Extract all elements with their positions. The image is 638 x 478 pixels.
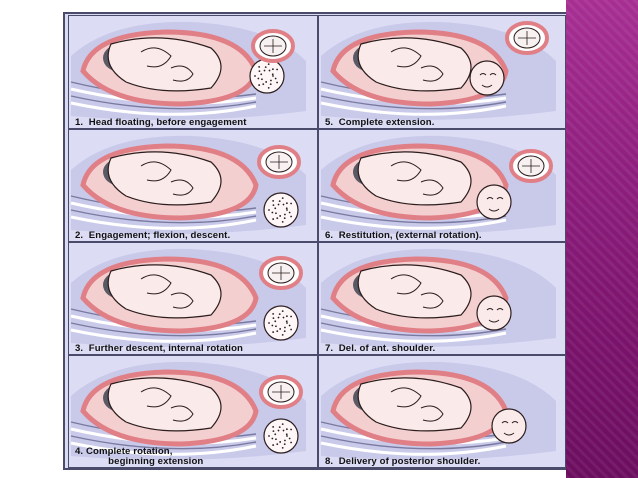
fetus-body (107, 377, 222, 432)
face-icon (491, 408, 527, 444)
pelvis-view (257, 145, 301, 179)
panel-2: 2. Engagement; flexion, descent. (68, 129, 318, 242)
face-icon (476, 295, 512, 331)
scene-1-illustration (70, 21, 306, 120)
fetus-leg (390, 47, 422, 68)
fetus-arm (420, 65, 444, 82)
fetus-body (107, 264, 222, 319)
fetus-leg (390, 161, 422, 182)
panel-7: 7. Del. of ant. shoulder. (318, 242, 566, 355)
panel-3: 3. Further descent, internal rotation (68, 242, 318, 355)
panel-6: 6. Restitution, (external rotation). (318, 129, 566, 242)
spine-band (70, 101, 257, 116)
spine-band (320, 209, 507, 224)
spine-band (320, 322, 507, 337)
spine-band (70, 322, 257, 337)
fetus-arm (170, 179, 194, 196)
pelvis-view (509, 149, 553, 183)
spine-band (320, 328, 507, 343)
panel-3-caption: 3. Further descent, internal rotation (75, 343, 243, 354)
panel-2-caption: 2. Engagement; flexion, descent. (75, 230, 231, 241)
labor-mechanism-figure: 1. Head floating, before engagement 2. E… (63, 12, 568, 470)
fetus-body (357, 151, 472, 206)
decorative-side-band (566, 0, 638, 478)
scene-3-illustration (70, 248, 306, 347)
fetus-arm (170, 292, 194, 309)
hair-icon (263, 418, 299, 454)
panel-5-caption: 5. Complete extension. (325, 117, 435, 128)
spine-band (320, 215, 507, 230)
scene-4-illustration (70, 361, 306, 460)
scene-5-illustration (320, 21, 556, 120)
panel-8: 8. Delivery of posterior shoulder. (318, 355, 566, 468)
spine-band (70, 328, 257, 343)
spine-band (70, 215, 257, 230)
fetus-leg (140, 161, 172, 182)
fetus-leg (390, 387, 422, 408)
panel-1: 1. Head floating, before engagement (68, 15, 318, 129)
fetus-body (357, 37, 472, 92)
hair-icon (249, 58, 285, 94)
panel-8-caption: 8. Delivery of posterior shoulder. (325, 456, 481, 467)
pelvis-view (259, 375, 303, 409)
fetus-arm (420, 179, 444, 196)
panel-1-caption: 1. Head floating, before engagement (75, 117, 247, 128)
spine-band (320, 95, 507, 110)
panel-7-caption: 7. Del. of ant. shoulder. (325, 343, 436, 354)
fetus-arm (420, 292, 444, 309)
fetus-body (357, 377, 472, 432)
spine-band (320, 441, 507, 456)
panel-6-caption: 6. Restitution, (external rotation). (325, 230, 482, 241)
pelvis-view (505, 21, 549, 55)
face-icon (476, 184, 512, 220)
scene-7-illustration (320, 248, 556, 347)
scene-8-illustration (320, 361, 556, 460)
panel-4: 4. Complete rotation, beginning extensio… (68, 355, 318, 468)
panel-4-caption: 4. Complete rotation, beginning extensio… (75, 446, 204, 467)
pelvis-view (251, 29, 295, 63)
hair-icon (263, 305, 299, 341)
panel-5: 5. Complete extension. (318, 15, 566, 129)
fetus-arm (170, 405, 194, 422)
fetus-body (107, 151, 222, 206)
spine-band (70, 209, 257, 224)
scene-2-illustration (70, 135, 306, 234)
spine-band (70, 441, 257, 456)
spine-band (70, 95, 257, 110)
face-icon (469, 60, 505, 96)
pelvis-view (259, 256, 303, 290)
spine-band (320, 101, 507, 116)
spine-band (320, 435, 507, 450)
fetus-leg (390, 274, 422, 295)
fetus-body (107, 37, 222, 92)
fetus-body (357, 264, 472, 319)
fetus-leg (140, 387, 172, 408)
fetus-arm (170, 65, 194, 82)
scene-6-illustration (320, 135, 556, 234)
fetus-leg (140, 274, 172, 295)
hair-icon (263, 192, 299, 228)
fetus-arm (420, 405, 444, 422)
fetus-leg (140, 47, 172, 68)
spine-band (70, 435, 257, 450)
